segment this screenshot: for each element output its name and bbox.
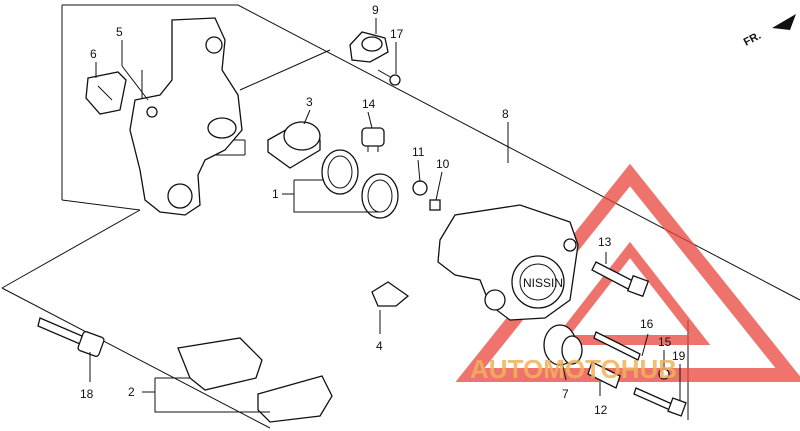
brake-pad-part [177,337,333,423]
callout-15: 15 [658,335,672,349]
watermark-text: AUTOMOTOHUB [470,354,677,384]
callout-4: 4 [376,339,383,353]
callout-17: 17 [390,27,404,41]
pin-bolt-lower-part [633,387,687,417]
front-direction-indicator: FR. [742,14,796,49]
callout-2: 2 [128,385,135,399]
boot-part [349,31,389,63]
callout-13: 13 [598,235,612,249]
callout-12: 12 [594,403,608,417]
callout-14: 14 [362,97,376,111]
front-arrow-icon [772,14,796,30]
callout-8: 8 [502,107,509,121]
screw-part [377,69,401,86]
leader-lines [89,18,681,413]
piston-seal-part [321,149,399,219]
callout-19: 19 [672,349,686,363]
sleeve-part [587,361,621,389]
callout-10: 10 [436,157,450,171]
callout-11: 11 [412,145,425,159]
bleeder-valve-part [412,180,441,211]
piston-part [267,121,321,169]
callout-3: 3 [306,95,313,109]
callout-1: 1 [272,187,279,201]
callout-16: 16 [640,317,654,331]
callout-labels: 5 6 9 17 3 14 1 11 10 8 13 4 18 2 7 12 1… [80,3,686,417]
callout-6: 6 [90,47,97,61]
caliper-brand-label: NISSIN [523,276,563,290]
mounting-bolt-part [37,317,105,357]
slide-pin-part [593,331,670,380]
callout-5: 5 [116,25,123,39]
pad-spring-part [371,281,410,307]
front-direction-label: FR. [742,30,763,49]
pin-bolt-part [591,261,650,298]
pad-spring-clip-part [85,71,127,115]
bleeder-cap-part [361,127,385,152]
boot-rubber-part [543,324,583,366]
callout-18: 18 [80,387,94,401]
callout-9: 9 [372,3,379,17]
caliper-body-part: NISSIN [437,204,579,321]
caliper-bracket-part [129,17,243,216]
callout-7: 7 [562,387,569,401]
